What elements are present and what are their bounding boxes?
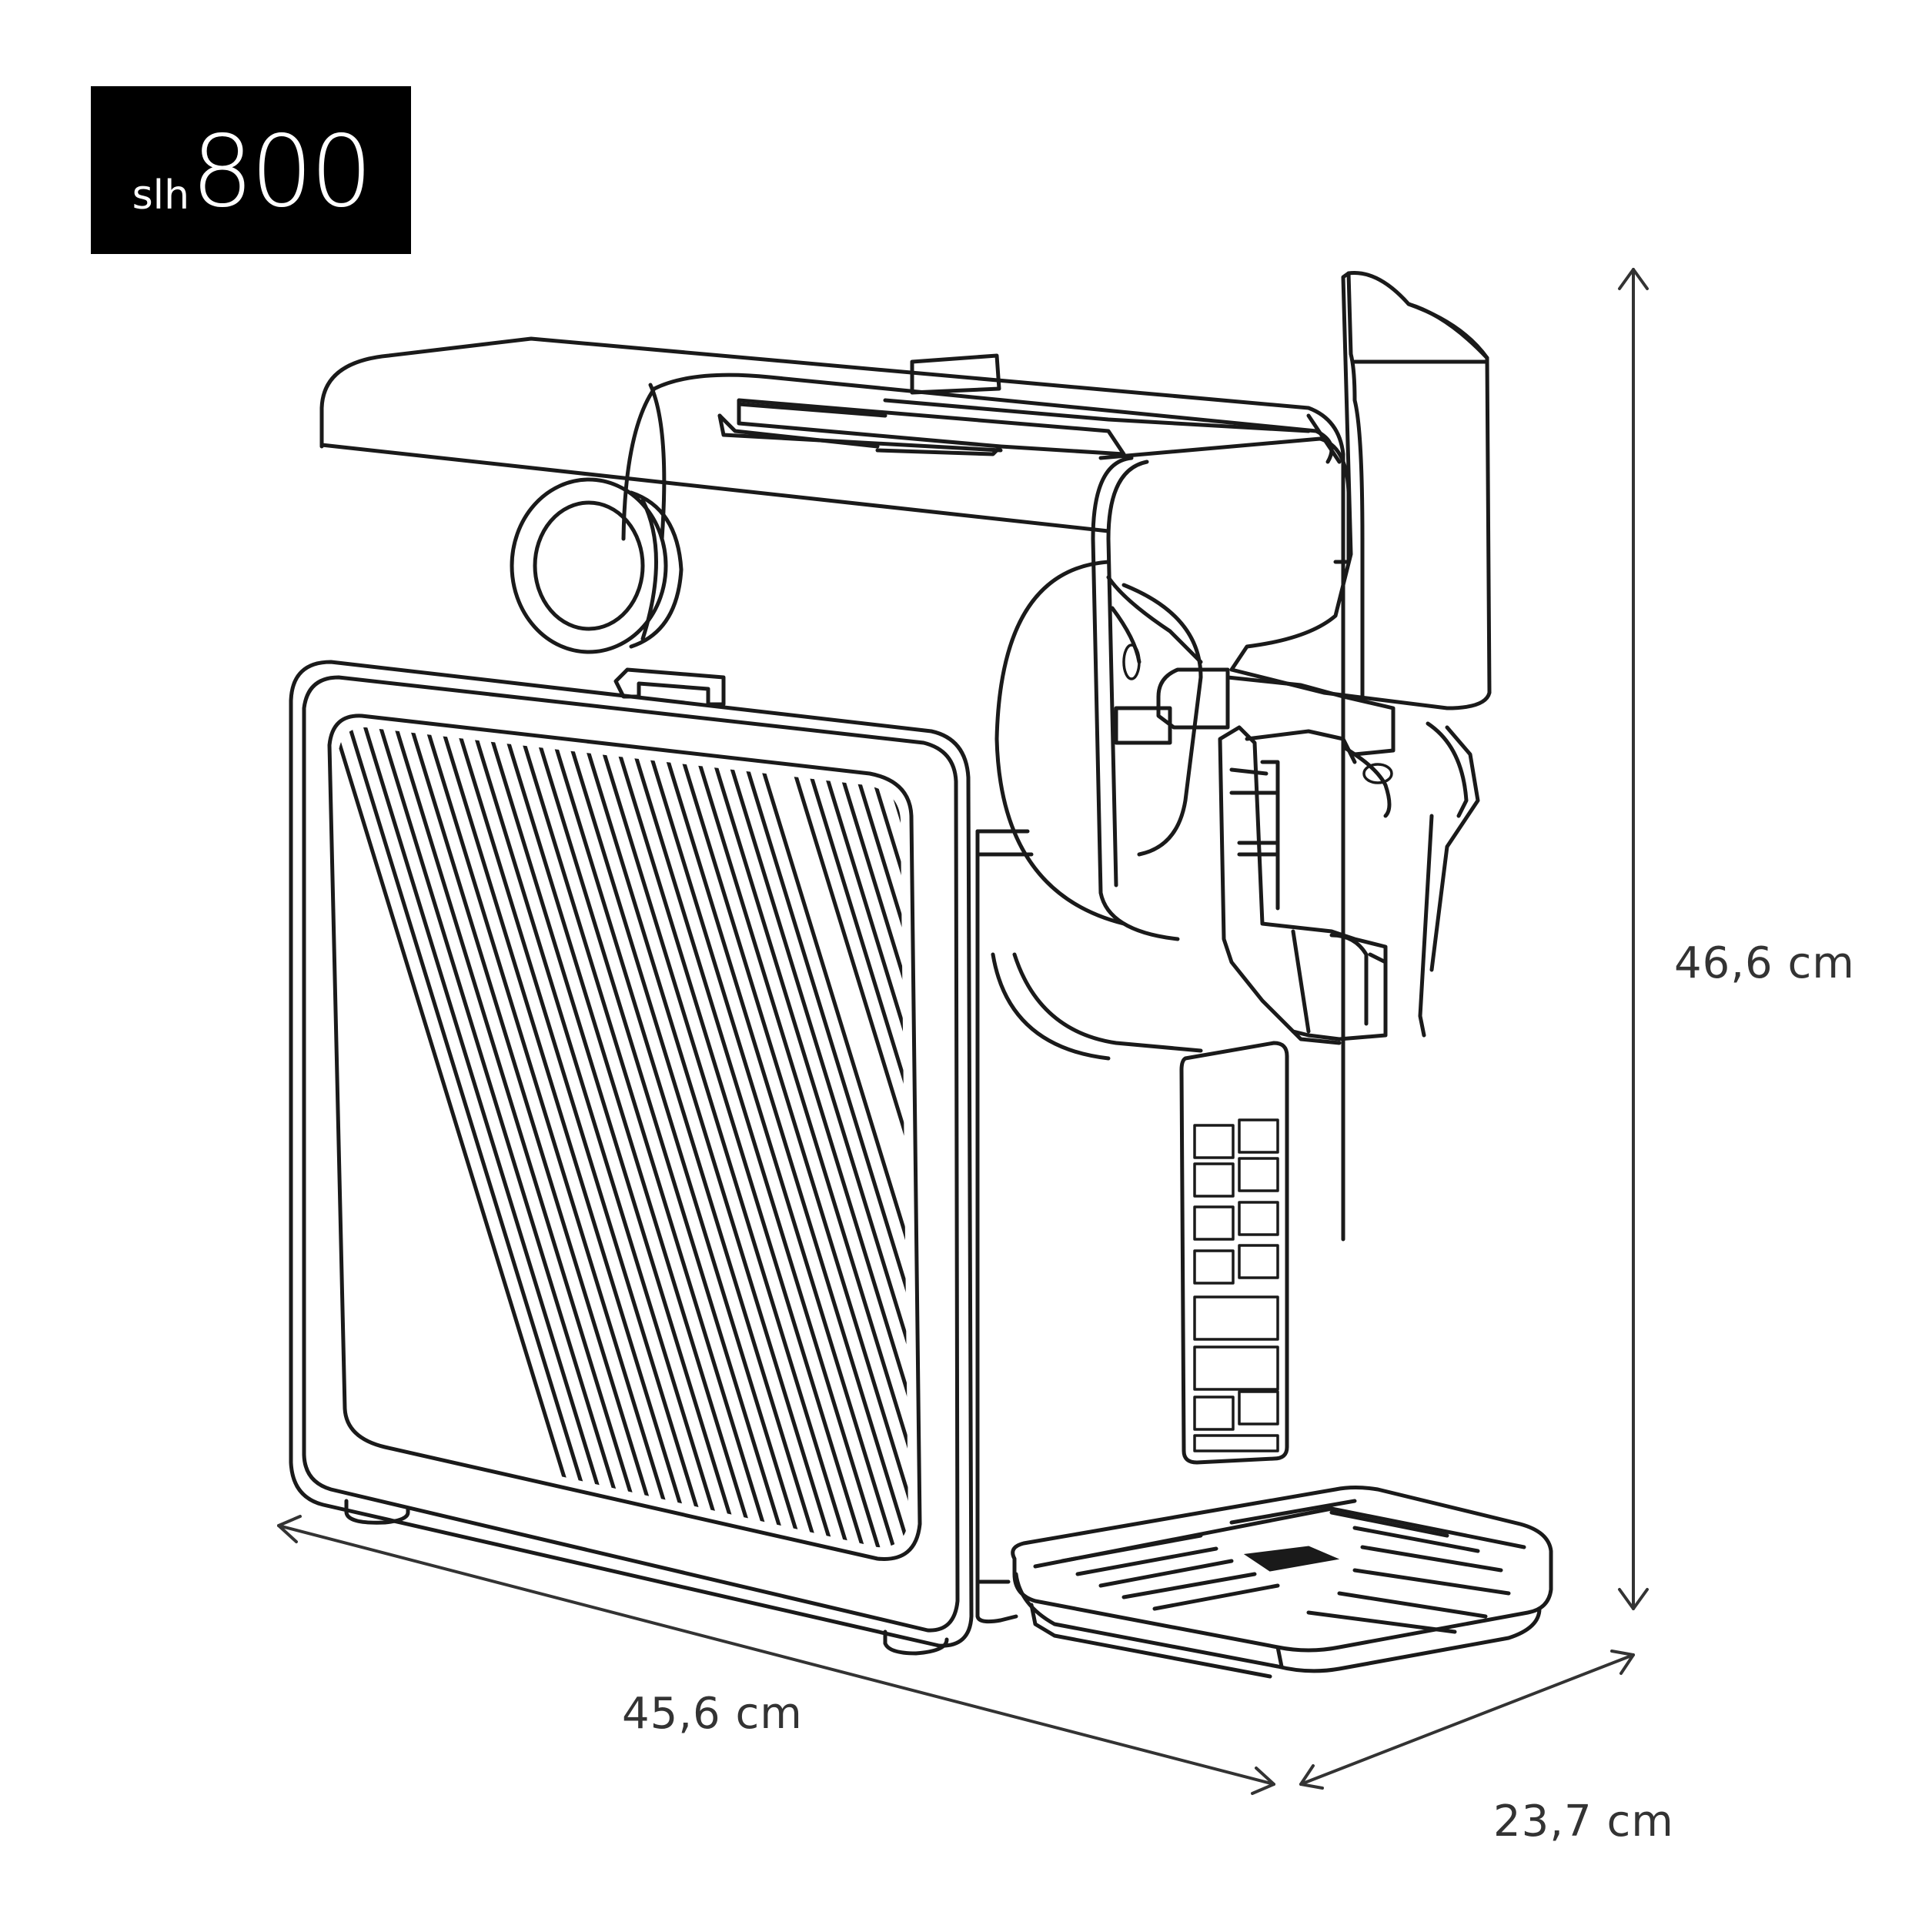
hatch-stroke [467,727,734,1548]
hatch-stroke [436,727,703,1548]
spout [1114,667,1480,1038]
hatch-stroke [621,727,887,1548]
front-panel [289,660,1790,1656]
height-label: 46,6 cm [1674,938,1855,988]
hatch-stroke [667,727,908,1548]
hatch-stroke [1275,716,1536,1570]
hatch-stroke [1478,716,1740,1570]
hatch-stroke [529,727,795,1548]
hatch-stroke [606,727,872,1548]
hatch-stroke [1101,716,1362,1570]
hatch-stroke [1495,716,1757,1570]
hatch-stroke [683,727,908,1548]
hatch-stroke [359,727,626,1548]
hatch-stroke [1070,716,1332,1570]
hatch-stroke [744,727,908,1548]
hatch-stroke [1529,716,1790,1570]
side-body [975,829,1203,1624]
hatch-stroke [1162,716,1424,1570]
hatch-stroke [339,727,595,1548]
hatch-stroke [978,716,1239,1570]
drip-tray [1011,1486,1553,1679]
hatch-stroke [791,727,908,1548]
hatch-stroke [993,716,1255,1570]
hatch-stroke [390,727,657,1548]
hatch-stroke [775,727,908,1548]
hatch-stroke [637,727,903,1548]
hatch-stroke [1309,716,1570,1570]
hatch-stroke [947,716,1208,1570]
depth-label: 23,7 cm [1493,1797,1674,1847]
drip-frame [1218,725,1388,1045]
hatch-stroke [1241,716,1502,1570]
hatch-stroke [344,727,610,1548]
hatch-stroke [1512,716,1773,1570]
hatch-stroke [560,727,826,1548]
hatch-stroke [421,727,687,1548]
hatch-stroke [714,727,908,1548]
brand-logo: slh 800 [91,86,411,254]
hatch-stroke [821,727,908,1548]
hatch-stroke [1444,716,1706,1570]
hatch-stroke [852,727,908,1548]
hatch-stroke [652,727,908,1548]
brand-prefix: slh [132,172,190,219]
width-dimension: 45,6 cm [277,1515,1275,1795]
hatch-stroke [1359,716,1621,1570]
control-buttons [1193,1118,1279,1452]
hatch-stroke [544,727,811,1548]
width-label: 45,6 cm [622,1689,803,1739]
hatch-stroke [452,727,718,1548]
dial-knob [510,477,684,654]
front-hatching [339,716,1790,1570]
hatch-stroke [590,727,857,1548]
hatch-stroke [375,727,641,1548]
hatch-stroke [1393,716,1655,1570]
hatch-stroke [1292,716,1553,1570]
hatch-stroke [698,727,908,1548]
hatch-stroke [513,727,780,1548]
hatch-stroke [837,727,908,1548]
bowl-front [994,436,1351,941]
hatch-stroke [806,727,908,1548]
height-dimension: 46,6 cm [1618,268,1855,1610]
hatch-stroke [575,727,841,1548]
tray-grille [1060,1499,1511,1634]
lever [1229,271,1492,710]
hatch-stroke [1325,716,1587,1570]
hatch-stroke [1008,716,1270,1570]
hatch-stroke [1376,716,1638,1570]
hatch-stroke [483,727,749,1548]
hatch-stroke [1085,716,1347,1570]
brand-model: 800 [191,115,373,229]
hatch-stroke [406,727,672,1548]
hatch-stroke [1178,716,1439,1570]
hatch-stroke [1461,716,1723,1570]
hatch-stroke [498,727,764,1548]
hatch-stroke [1342,716,1604,1570]
hatch-stroke [729,727,908,1548]
depth-dimension: 23,7 cm [1299,1650,1674,1847]
hatch-stroke [1258,716,1519,1570]
hatch-stroke [1427,716,1689,1570]
control-panel [1179,1041,1289,1465]
